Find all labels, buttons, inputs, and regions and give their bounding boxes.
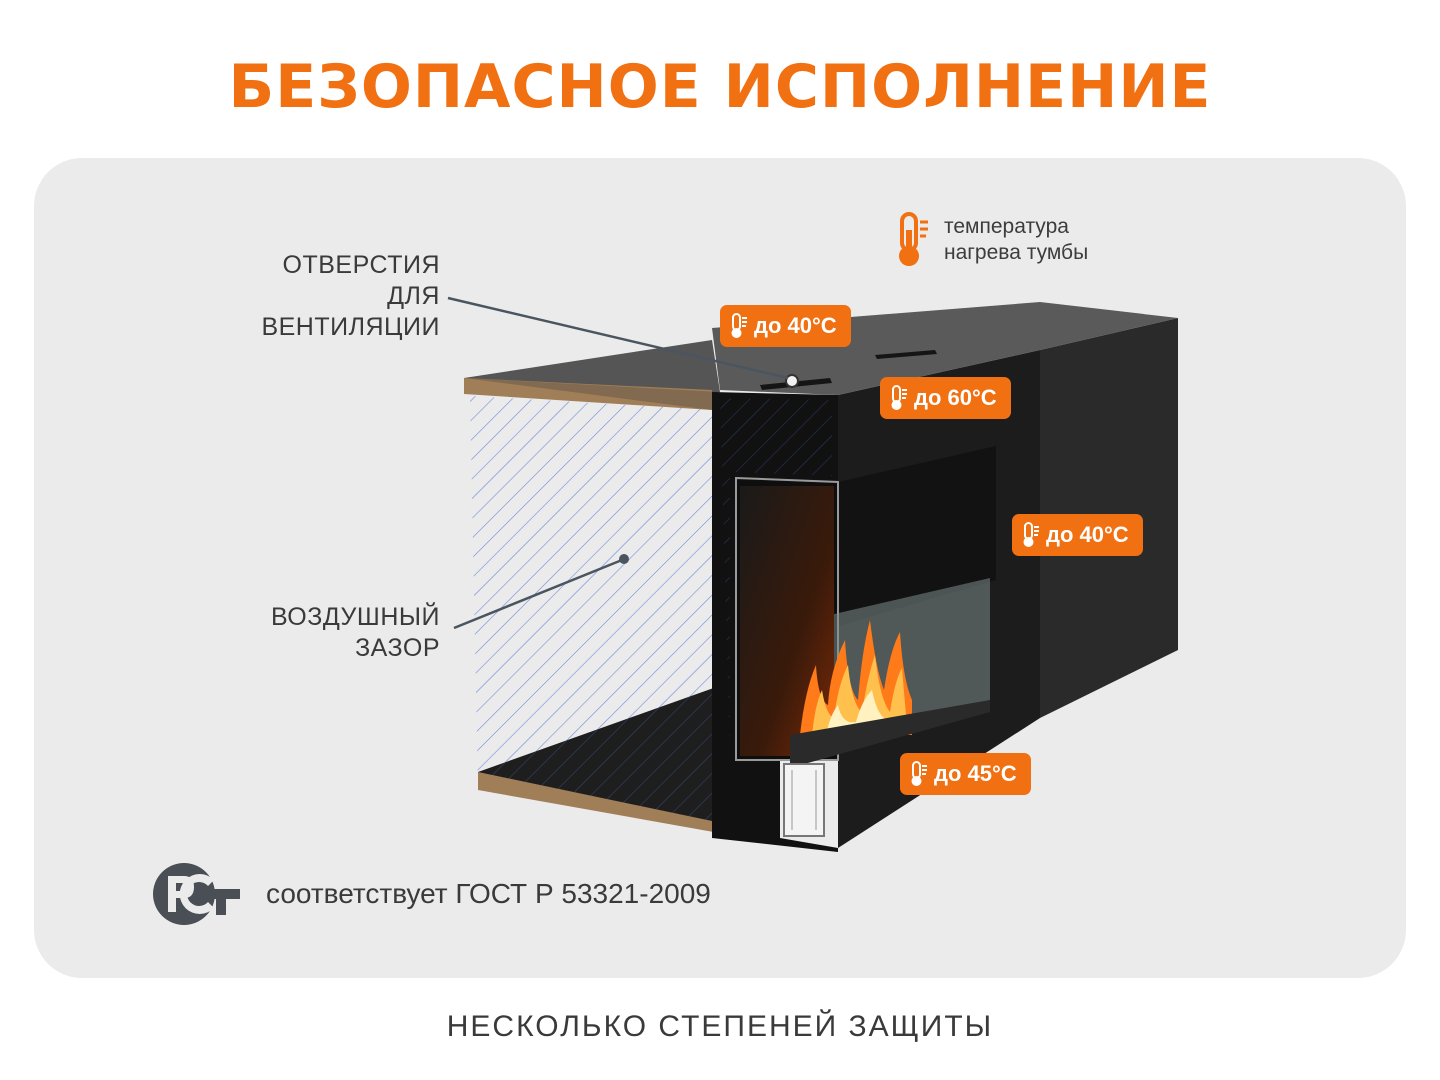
rst-mark-icon: [153, 863, 240, 925]
vent-slots: [760, 350, 937, 390]
thermometer-icon: [731, 313, 747, 338]
burner: [783, 700, 990, 837]
vent-leader-line: [447, 296, 789, 380]
certification-text: соответствует ГОСТ Р 53321-2009: [266, 878, 711, 909]
legend-line-1: температура: [944, 215, 1069, 238]
thermometer-icon: [891, 385, 907, 410]
footer-caption: НЕСКОЛЬКО СТЕПЕНЕЙ ЗАЩИТЫ: [446, 1010, 994, 1043]
temperature-badge-front-top: до 60°С: [880, 377, 1011, 419]
air-gap-label: ВОЗДУШНЫЙ ЗАЗОР: [270, 603, 440, 662]
thermometer-icon: [911, 761, 927, 786]
legend-line-2: нагрева тумбы: [944, 241, 1089, 264]
page-title: БЕЗОПАСНОЕ ИСПОЛНЕНИЕ: [228, 52, 1212, 122]
temperature-legend: температура нагрева тумбы: [894, 212, 1088, 268]
air-gap-hatching: [470, 396, 716, 812]
air-gap-leader-line: [453, 554, 629, 630]
temperature-badge-top: до 40°С: [720, 305, 851, 347]
top-shelf: [464, 340, 720, 410]
thermometer-icon: [899, 212, 928, 266]
temperature-badge-side: до 40°С: [1012, 514, 1143, 556]
bottom-shelf: [478, 680, 736, 836]
thermometer-icon: [1023, 522, 1039, 547]
temperature-badge-bottom: до 45°С: [900, 753, 1031, 795]
certification: соответствует ГОСТ Р 53321-2009: [152, 862, 711, 926]
vent-holes-label: ОТВЕРСТИЯ ДЛЯ ВЕНТИЛЯЦИИ: [261, 251, 440, 341]
